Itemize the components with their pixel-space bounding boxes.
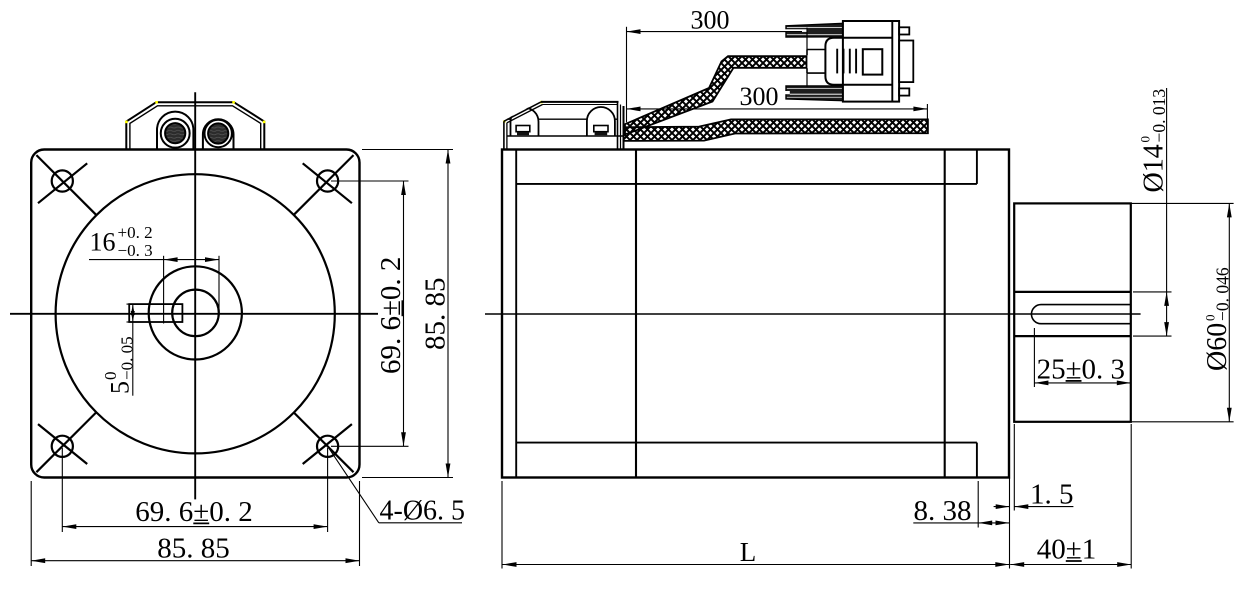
svg-text:Ø60: Ø60 — [1202, 323, 1233, 371]
svg-text:85. 85: 85. 85 — [420, 277, 452, 350]
svg-text:−0. 046: −0. 046 — [1213, 267, 1233, 321]
svg-text:40±1: 40±1 — [1037, 533, 1096, 565]
svg-text:300: 300 — [740, 82, 779, 111]
svg-text:0: 0 — [1138, 136, 1153, 143]
svg-text:−0. 05: −0. 05 — [118, 336, 137, 380]
svg-text:0: 0 — [101, 372, 120, 381]
svg-text:8. 38: 8. 38 — [914, 495, 972, 527]
svg-text:16: 16 — [90, 228, 116, 257]
svg-text:−0. 013: −0. 013 — [1149, 89, 1169, 143]
svg-text:L: L — [740, 537, 757, 567]
svg-text:−0. 3: −0. 3 — [118, 241, 153, 260]
svg-text:0: 0 — [1203, 315, 1218, 322]
svg-text:85. 85: 85. 85 — [157, 533, 230, 565]
svg-text:Ø14: Ø14 — [1139, 144, 1170, 192]
svg-text:+0. 2: +0. 2 — [118, 223, 153, 242]
svg-text:1. 5: 1. 5 — [1030, 478, 1074, 510]
svg-text:69. 6±0. 2: 69. 6±0. 2 — [375, 257, 407, 374]
svg-text:5: 5 — [106, 381, 135, 394]
svg-text:69. 6±0. 2: 69. 6±0. 2 — [135, 496, 252, 528]
svg-text:300: 300 — [691, 6, 730, 35]
svg-text:4-Ø6. 5: 4-Ø6. 5 — [380, 496, 466, 527]
